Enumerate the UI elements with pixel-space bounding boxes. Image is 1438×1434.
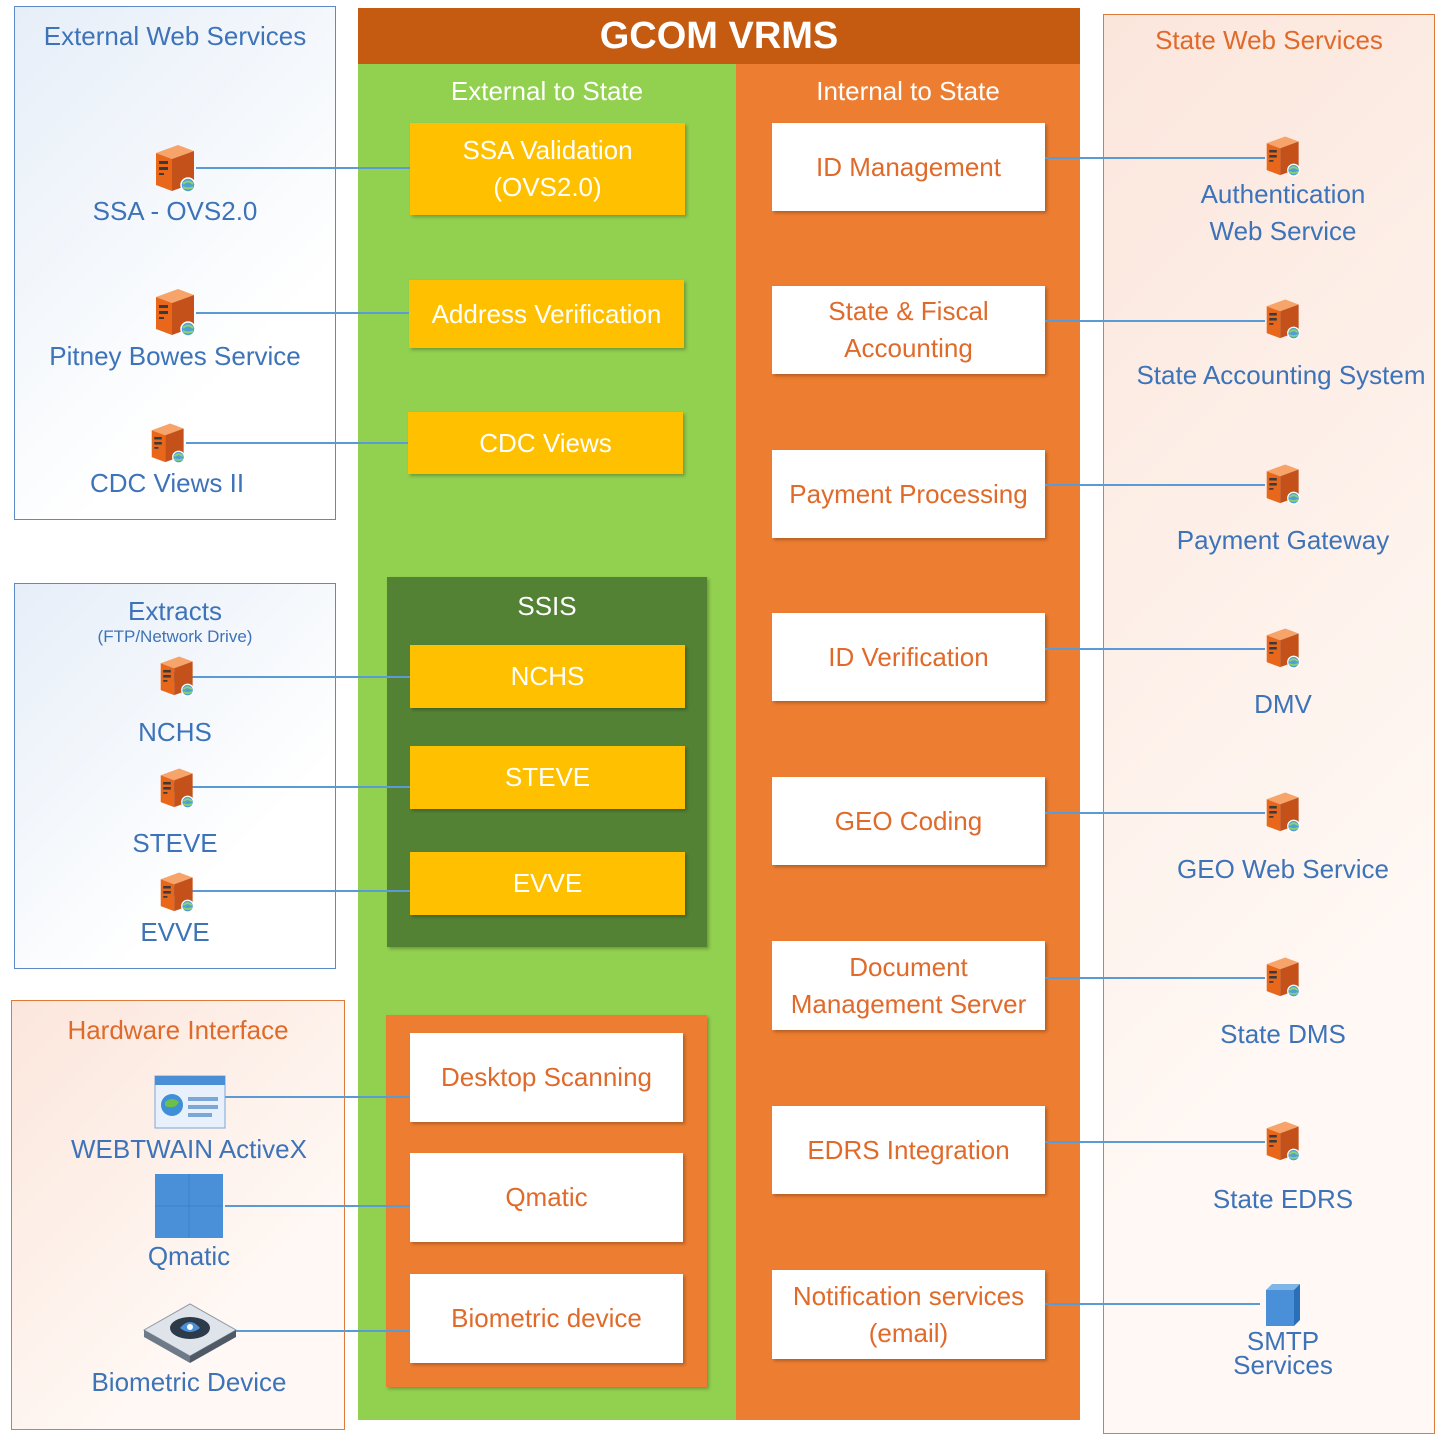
steve-label: STEVE <box>132 828 218 858</box>
extracts-subtitle: (FTP/Network Drive) <box>97 627 253 646</box>
state-web-services-panel: State Web Services <box>1103 14 1435 1434</box>
authentication-web-service-label: Authentication Web Service <box>1200 179 1366 246</box>
evve-label: EVVE <box>140 917 210 947</box>
cdc-views-box[interactable]: CDC Views <box>408 412 683 474</box>
server-icon <box>154 763 196 811</box>
qmatic-label: Qmatic <box>147 1241 231 1271</box>
server-icon <box>1260 952 1302 1000</box>
qmatic-box[interactable]: Qmatic <box>410 1153 683 1242</box>
document-management-server-box[interactable]: Document Management Server <box>772 941 1045 1030</box>
dmv-label: DMV <box>1254 689 1312 719</box>
server-icon <box>148 283 198 339</box>
biometric-device-box[interactable]: Biometric device <box>410 1274 683 1363</box>
address-verification-box[interactable]: Address Verification <box>409 280 684 348</box>
server-icon <box>145 418 187 466</box>
smtp-services-label: SMTP Services <box>1233 1326 1333 1380</box>
server-icon <box>1260 787 1302 835</box>
payment-processing-box[interactable]: Payment Processing <box>772 450 1045 538</box>
server-icon <box>1260 623 1302 671</box>
server-icon <box>154 867 196 915</box>
server-icon <box>1260 294 1302 342</box>
main-title: GCOM VRMS <box>599 15 839 57</box>
cube-icon <box>1256 1280 1306 1330</box>
biometric-device-label: Biometric Device <box>91 1367 287 1397</box>
state-accounting-system-label: State Accounting System <box>1136 360 1426 390</box>
payment-gateway-label: Payment Gateway <box>1176 525 1390 555</box>
edrs-integration-box[interactable]: EDRS Integration <box>772 1106 1045 1194</box>
server-icon <box>154 651 196 699</box>
ssis-evve-box[interactable]: EVVE <box>410 852 685 915</box>
state-fiscal-accounting-box[interactable]: State & Fiscal Accounting <box>772 286 1045 374</box>
biometric-device-icon <box>142 1303 238 1363</box>
id-management-box[interactable]: ID Management <box>772 123 1045 211</box>
state-dms-label: State DMS <box>1220 1019 1346 1049</box>
external-web-services-title: External Web Services <box>43 21 307 51</box>
external-col-heading: External to State <box>450 76 644 106</box>
server-icon <box>1260 1116 1302 1164</box>
webtwain-label: WEBTWAIN ActiveX <box>71 1134 307 1164</box>
server-icon <box>148 139 198 195</box>
main-title-bar: GCOM VRMS <box>358 8 1080 64</box>
desktop-scanning-box[interactable]: Desktop Scanning <box>410 1033 683 1122</box>
hardware-interface-title: Hardware Interface <box>67 1015 289 1045</box>
nchs-label: NCHS <box>138 717 212 747</box>
internal-to-state-column <box>736 64 1080 1420</box>
ssis-nchs-box[interactable]: NCHS <box>410 645 685 708</box>
geo-web-service-label: GEO Web Service <box>1177 854 1389 884</box>
cube-icon <box>155 1174 223 1238</box>
state-edrs-label: State EDRS <box>1212 1184 1354 1214</box>
ssis-steve-box[interactable]: STEVE <box>410 746 685 809</box>
server-icon <box>1260 459 1302 507</box>
ssa-validation-box[interactable]: SSA Validation (OVS2.0) <box>410 123 685 215</box>
internal-col-heading: Internal to State <box>816 76 1000 106</box>
ssa-ovs-label: SSA - OVS2.0 <box>92 196 258 226</box>
ssis-title: SSIS <box>517 591 577 621</box>
pitney-bowes-label: Pitney Bowes Service <box>49 341 301 371</box>
geo-coding-box[interactable]: GEO Coding <box>772 777 1045 865</box>
web-window-icon <box>154 1075 226 1129</box>
extracts-title: Extracts <box>128 596 222 626</box>
state-web-services-title: State Web Services <box>1155 25 1383 55</box>
server-icon <box>1260 131 1302 179</box>
cdc-views-ii-label: CDC Views II <box>89 468 245 498</box>
id-verification-box[interactable]: ID Verification <box>772 613 1045 701</box>
notification-services-box[interactable]: Notification services (email) <box>772 1270 1045 1359</box>
